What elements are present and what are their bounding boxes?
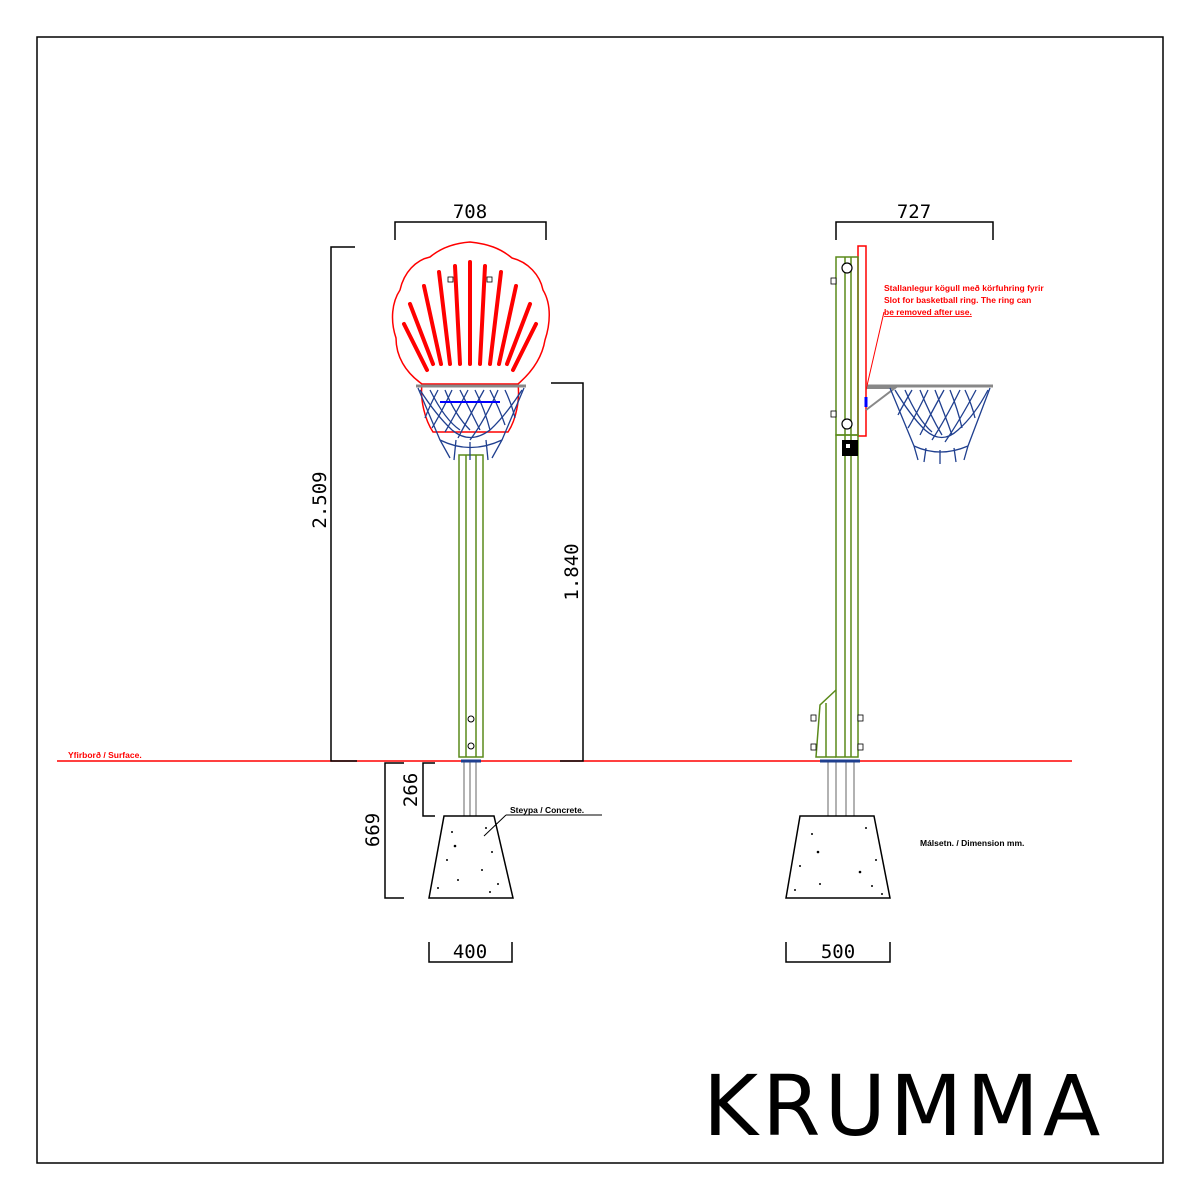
- dimension-footing-depth-label: 669: [362, 813, 384, 847]
- slot-note-line1: Stallanlegur kögull með körfuhring fyrir: [884, 283, 1044, 293]
- bolt-icon: [857, 743, 864, 751]
- dimension-width-side-label: 727: [897, 201, 931, 223]
- slot-note-leader: [865, 311, 885, 391]
- dimension-footing-width-front: [428, 942, 513, 963]
- dimension-ring-height: [551, 382, 584, 762]
- front-concrete-footing: [428, 815, 514, 899]
- dimension-to-footing-label: 266: [400, 773, 422, 807]
- bolt-icon: [467, 742, 475, 750]
- dimension-to-footing: [422, 762, 435, 817]
- side-post: [815, 256, 859, 758]
- bolt-icon: [857, 714, 864, 722]
- front-post: [458, 454, 484, 758]
- brand-logo: KRUMMA: [703, 1057, 1104, 1155]
- bolt-icon: [810, 714, 817, 722]
- dimension-footing-width-front-label: 400: [453, 941, 487, 963]
- backboard-slots: [402, 260, 538, 372]
- slot-note-line3: be removed after use.: [884, 307, 972, 317]
- dimension-width-front: [394, 221, 547, 240]
- bolt-icon: [841, 418, 853, 430]
- bolt-icon: [830, 277, 837, 285]
- drawing-border: [36, 36, 1164, 1164]
- front-backboard: [391, 241, 550, 433]
- dimension-total-height: [330, 246, 357, 762]
- bolt-icon: [447, 276, 454, 283]
- bolt-icon: [841, 262, 853, 274]
- dimension-footing-width-side-label: 500: [821, 941, 855, 963]
- concrete-leader: [483, 814, 507, 837]
- front-view: 708 2.509 1.840 266 669 400: [309, 201, 602, 963]
- bolt-icon: [830, 410, 837, 418]
- bolt-icon: [467, 715, 475, 723]
- side-backboard: [857, 245, 867, 437]
- dimension-width-front-label: 708: [453, 201, 487, 223]
- side-concrete-footing: [785, 815, 891, 899]
- dimension-width-side: [835, 221, 994, 240]
- mounting-plate-hole: [846, 444, 850, 448]
- dimension-footing-depth: [384, 762, 404, 899]
- side-view: 727 500: [785, 201, 1044, 963]
- concrete-label: Steypa / Concrete.: [510, 805, 584, 815]
- bolt-icon: [810, 743, 817, 751]
- dimension-total-height-label: 2.509: [309, 471, 331, 528]
- dimension-ring-height-label: 1.840: [561, 543, 583, 600]
- front-ring-net: [416, 384, 526, 461]
- bolt-icon: [486, 276, 493, 283]
- surface-label: Yfirborð / Surface.: [68, 750, 142, 760]
- slot-note-line2: Slot for basketball ring. The ring can: [884, 295, 1031, 305]
- dimension-footing-width-side: [785, 942, 891, 963]
- dimension-units-note: Málsetn. / Dimension mm.: [920, 838, 1024, 848]
- side-ring-net: [864, 384, 993, 464]
